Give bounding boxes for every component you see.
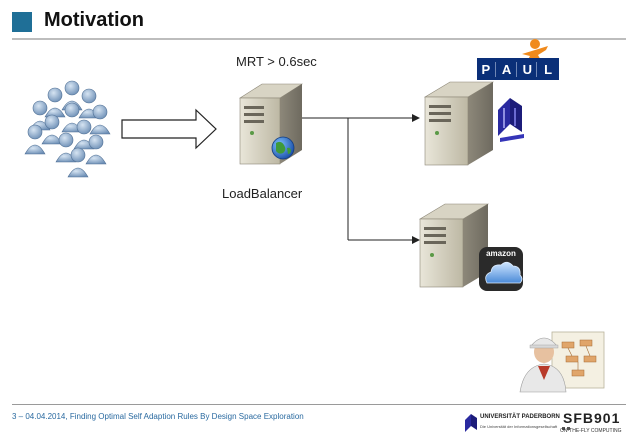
- sfb-grid-icon: [562, 427, 570, 430]
- sfb-logo-text: SFB901: [563, 410, 621, 426]
- engineer-design-icon: [519, 331, 605, 393]
- university-building-icon: [498, 98, 524, 142]
- connector-lines: [302, 114, 420, 244]
- paul-letter: U: [520, 61, 538, 77]
- request-flow-arrow-icon: [121, 108, 217, 150]
- university-tagline: Die Universität der Informationsgesellsc…: [480, 424, 558, 429]
- globe-icon: [271, 136, 295, 160]
- footer-divider: [12, 404, 626, 405]
- loadbalancer-label: LoadBalancer: [222, 186, 303, 201]
- title-divider: [12, 38, 626, 40]
- mrt-label: MRT > 0.6sec: [236, 54, 317, 69]
- cloud-icon: [485, 261, 523, 284]
- loadbalancer-server-icon: [238, 83, 304, 165]
- paul-letter: L: [544, 61, 555, 77]
- amazon-server-icon: [418, 203, 490, 288]
- paul-server-icon: [423, 81, 495, 166]
- amazon-label: amazon: [486, 249, 516, 258]
- paul-letter: P: [479, 61, 496, 77]
- paul-logo: P A U L: [477, 58, 559, 80]
- footer-caption: 3 – 04.04.2014, Finding Optimal Self Ada…: [12, 412, 304, 421]
- title-marker: [12, 12, 32, 32]
- paderborn-emblem-icon: [465, 414, 477, 432]
- sfb-tagline: ON-THE-FLY COMPUTING: [560, 428, 622, 434]
- university-name: UNIVERSITÄT PADERBORN: [480, 414, 560, 420]
- paul-letter: A: [500, 61, 517, 77]
- slide-title: Motivation: [44, 9, 144, 31]
- amazon-badge: [479, 247, 523, 291]
- users-group-icon: [24, 80, 111, 178]
